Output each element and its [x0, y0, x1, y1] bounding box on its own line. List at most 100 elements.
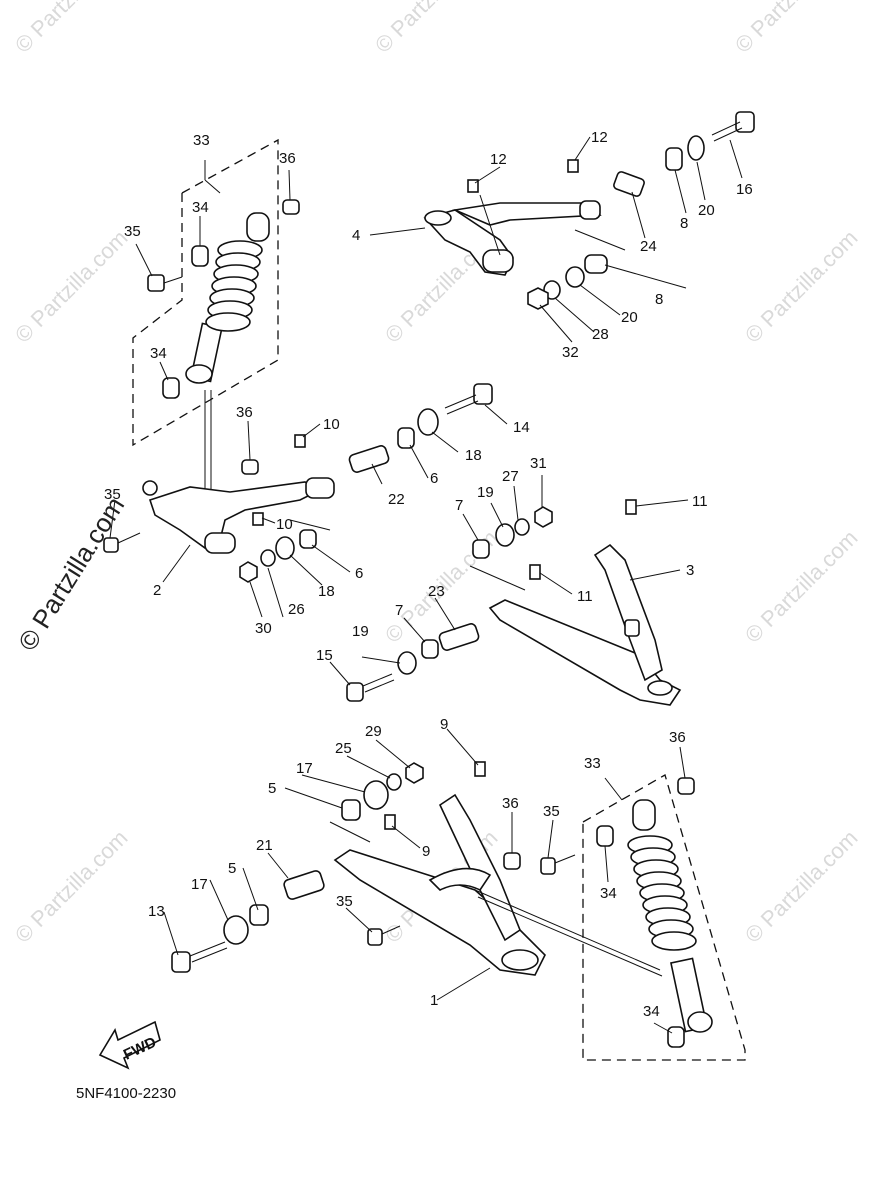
callout-10: 10 [323, 416, 340, 433]
bushing-34 [667, 1026, 685, 1048]
bushing-5 [249, 904, 269, 926]
grease-nipple-12 [567, 159, 579, 173]
callout-30: 30 [255, 620, 272, 637]
nut-32 [527, 287, 549, 310]
leader-line [474, 889, 661, 971]
callout-15: 15 [316, 647, 333, 664]
washer-20 [687, 135, 705, 161]
leader-line [479, 194, 501, 256]
washer-19 [397, 651, 417, 675]
bushing-8 [584, 254, 608, 274]
callout-36: 36 [502, 795, 519, 812]
callout-36: 36 [669, 729, 686, 746]
callout-leaders [109, 136, 743, 1034]
leader-line [329, 821, 371, 843]
lower-arm-2 [142, 477, 335, 554]
bolt-16 [711, 111, 755, 142]
washer-25 [386, 773, 402, 791]
washer-27 [514, 518, 530, 536]
bolt-15 [346, 673, 395, 702]
callout-34: 34 [150, 345, 167, 362]
callout-28: 28 [592, 326, 609, 343]
nut-36 [241, 459, 259, 475]
callout-27: 27 [502, 468, 519, 485]
leader-line [477, 896, 663, 977]
callout-35: 35 [336, 893, 353, 910]
callout-24: 24 [640, 238, 657, 255]
shock-absorber-lower [627, 799, 713, 1033]
grease-nipple-12 [467, 179, 479, 193]
callout-7: 7 [395, 602, 403, 619]
callout-34: 34 [600, 885, 617, 902]
leader-line [604, 777, 623, 801]
callout-12: 12 [591, 129, 608, 146]
callout-4: 4 [352, 227, 360, 244]
grease-nipple-11 [529, 564, 541, 580]
group-outline-33 [582, 774, 746, 1061]
callout-19: 19 [352, 623, 369, 640]
callout-10: 10 [276, 516, 293, 533]
bolt-35 [367, 925, 401, 946]
group-outline-33 [132, 193, 211, 447]
grease-nipple-10 [294, 434, 306, 448]
callout-34: 34 [643, 1003, 660, 1020]
leader-line [574, 229, 626, 251]
callout-12: 12 [490, 151, 507, 168]
bushing-34 [162, 377, 180, 399]
washer-19 [495, 523, 515, 547]
lower-arm-1 [333, 793, 546, 976]
leader-line [289, 519, 331, 531]
bolt-13 [171, 941, 228, 973]
washer-18 [417, 408, 439, 436]
bushing-7 [472, 539, 490, 559]
leader-line [469, 565, 526, 591]
grease-nipple-10 [252, 512, 264, 526]
grease-nipple-9 [384, 814, 396, 830]
callout-7: 7 [455, 497, 463, 514]
lower-arm-3 [488, 543, 682, 706]
callout-6: 6 [430, 470, 438, 487]
leader-line [204, 179, 221, 194]
callout-16: 16 [736, 181, 753, 198]
callout-11: 11 [577, 588, 593, 605]
callout-36: 36 [236, 404, 253, 421]
callout-18: 18 [465, 447, 482, 464]
washer-20 [565, 266, 585, 288]
callout-33: 33 [193, 132, 210, 149]
callout-35: 35 [104, 486, 121, 503]
callout-9: 9 [440, 716, 448, 733]
collar-24 [613, 171, 645, 197]
callout-1: 1 [430, 992, 438, 1009]
nut-30 [239, 561, 258, 583]
diagram-code: 5NF4100-2230 [76, 1085, 177, 1102]
callout-29: 29 [365, 723, 382, 740]
washer-18 [275, 536, 295, 560]
callout-17: 17 [296, 760, 313, 777]
callout-22: 22 [388, 491, 405, 508]
nut-36 [503, 852, 521, 870]
collar-23 [438, 623, 480, 651]
callout-35: 35 [543, 803, 560, 820]
callout-26: 26 [288, 601, 305, 618]
callout-36: 36 [279, 150, 296, 167]
callout-34: 34 [192, 199, 209, 216]
callout-20: 20 [621, 309, 638, 326]
callout-25: 25 [335, 740, 352, 757]
washer-17 [363, 780, 389, 810]
callout-9: 9 [422, 843, 430, 860]
bushing-34 [191, 245, 209, 267]
callout-33: 33 [584, 755, 601, 772]
callout-8: 8 [655, 291, 663, 308]
collar-21 [283, 870, 325, 900]
fwd-arrow-icon [98, 1020, 161, 1070]
callout-21: 21 [256, 837, 273, 854]
callout-17: 17 [191, 876, 208, 893]
bushing-6 [299, 529, 317, 549]
upper-arm-4 [423, 200, 602, 276]
nut-36 [677, 777, 695, 795]
callout-8: 8 [680, 215, 688, 232]
callout-11: 11 [692, 493, 708, 510]
bushing-8 [665, 147, 683, 171]
